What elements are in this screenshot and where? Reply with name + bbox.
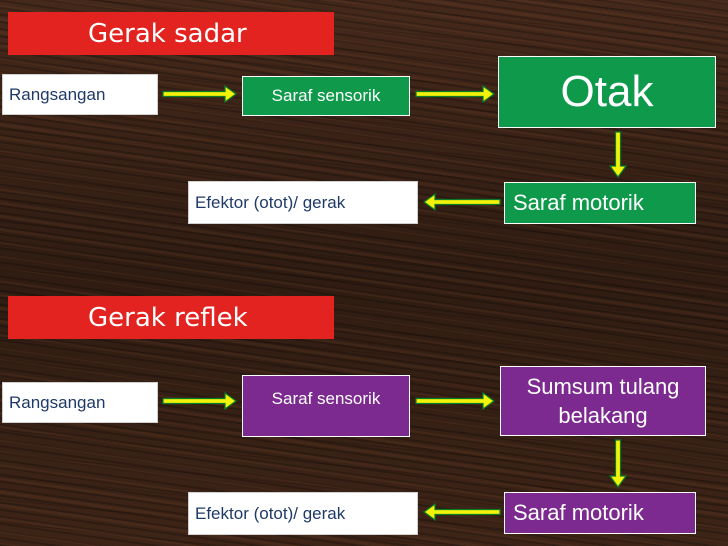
node-rangsangan-reflek-label: Rangsangan bbox=[9, 392, 106, 412]
arrow-motorik-to-efektor-reflek bbox=[422, 502, 501, 522]
arrow-rangsangan-to-sensorik-reflek bbox=[162, 391, 238, 411]
node-sumsum-tulang-belakang-label: Sumsum tulang belakang bbox=[526, 374, 680, 428]
arrow-group bbox=[162, 84, 628, 522]
node-rangsangan-sadar-label: Rangsangan bbox=[9, 84, 106, 104]
node-sumsum-tulang-belakang: Sumsum tulang belakang bbox=[500, 366, 706, 436]
node-saraf-sensorik-sadar-label: Saraf sensorik bbox=[271, 86, 381, 105]
section-title-sadar-text: Gerak sadar bbox=[88, 18, 247, 49]
arrow-sumsum-to-motorik bbox=[608, 439, 628, 489]
node-saraf-sensorik-reflek-label: Saraf sensorik bbox=[271, 389, 381, 408]
node-rangsangan-reflek: Rangsangan bbox=[2, 382, 158, 423]
node-saraf-motorik-sadar-label: Saraf motorik bbox=[513, 190, 644, 215]
arrow-sensorik-to-sumsum bbox=[415, 391, 496, 411]
section-title-reflek-text: Gerak reflek bbox=[88, 302, 248, 333]
node-rangsangan-sadar: Rangsangan bbox=[2, 74, 158, 115]
arrow-rangsangan-to-sensorik-sadar bbox=[162, 84, 238, 104]
node-otak: Otak bbox=[498, 56, 716, 128]
arrow-otak-to-motorik bbox=[608, 131, 628, 179]
node-saraf-motorik-reflek-label: Saraf motorik bbox=[513, 500, 644, 525]
node-saraf-sensorik-reflek: Saraf sensorik bbox=[242, 375, 410, 437]
node-otak-label: Otak bbox=[560, 67, 654, 116]
arrow-motorik-to-efektor-sadar bbox=[422, 192, 501, 212]
section-title-reflek: Gerak reflek bbox=[8, 296, 334, 339]
section-title-sadar: Gerak sadar bbox=[8, 12, 334, 55]
node-efektor-reflek-label: Efektor (otot)/ gerak bbox=[195, 503, 346, 523]
node-saraf-motorik-reflek: Saraf motorik bbox=[504, 492, 696, 534]
node-saraf-sensorik-sadar: Saraf sensorik bbox=[242, 76, 410, 116]
arrow-sensorik-to-otak bbox=[415, 84, 496, 104]
node-efektor-sadar: Efektor (otot)/ gerak bbox=[188, 181, 418, 224]
node-saraf-motorik-sadar: Saraf motorik bbox=[504, 182, 696, 224]
node-efektor-reflek: Efektor (otot)/ gerak bbox=[188, 492, 418, 535]
node-efektor-sadar-label: Efektor (otot)/ gerak bbox=[195, 192, 346, 212]
